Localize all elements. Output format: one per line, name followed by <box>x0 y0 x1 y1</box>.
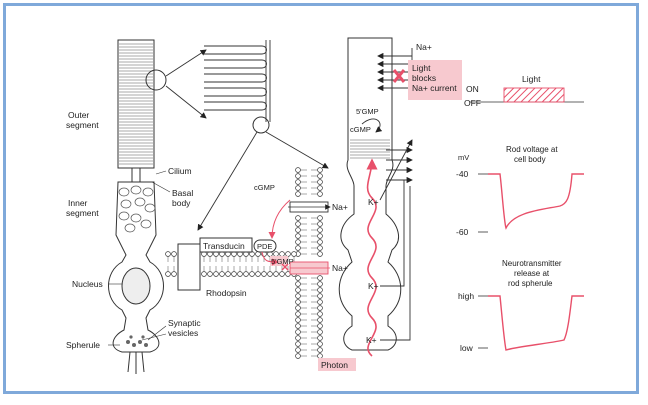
label-nt-title-1: Neurotransmitter <box>502 259 562 268</box>
label-basal-1: Basal <box>172 188 193 198</box>
membrane-proteins <box>177 199 331 291</box>
label-na-top: Na+ <box>416 42 432 52</box>
label-light-blocks-2: blocks <box>412 73 436 83</box>
label-k1: K+ <box>368 197 379 207</box>
label-cilium: Cilium <box>168 166 192 176</box>
five-gmp-highlight <box>270 256 288 266</box>
expansion-lines <box>165 49 329 231</box>
label-outer-1: Outer <box>68 110 89 120</box>
leader-lines-left <box>108 170 171 346</box>
figure-frame <box>3 3 639 394</box>
label-nt-title-2: release at <box>514 269 550 278</box>
label-na-upper: Na+ <box>332 202 348 212</box>
light-blocks-highlight <box>408 60 462 100</box>
cgmp-arrow <box>268 199 291 239</box>
label-transducin: Transducin <box>203 241 245 251</box>
inner-segment-body <box>108 181 164 353</box>
label-na-lower: Na+ <box>332 263 348 273</box>
label-k2: K+ <box>368 281 379 291</box>
photon-path <box>366 158 378 357</box>
label-voltage-title-1: Rod voltage at <box>506 145 558 154</box>
label-rhodopsin: Rhodopsin <box>206 288 247 298</box>
rod-cell-right <box>338 37 402 351</box>
label-light-blocks-3: Na+ current <box>412 83 457 93</box>
cilium-shape <box>131 168 141 182</box>
transmitter-panel <box>478 295 584 351</box>
label-inner-2: segment <box>66 208 99 218</box>
voltage-trace <box>488 173 584 230</box>
label-mv: mV <box>458 153 469 162</box>
label-nt-title-3: rod spherule <box>508 279 553 288</box>
k-efflux-arrows <box>379 139 413 341</box>
label-inner-1: Inner <box>68 198 88 208</box>
spherule-processes <box>127 351 145 374</box>
label-5gmp-left: 5'GMP <box>271 257 294 266</box>
label-nucleus: Nucleus <box>72 279 103 289</box>
label-minus60: -60 <box>456 227 469 237</box>
mitochondria <box>118 185 156 233</box>
right-rod-discs <box>350 139 390 159</box>
cgmp-hydrolysis-arrow <box>361 118 383 133</box>
label-outer-2: segment <box>66 120 99 130</box>
photon-highlight <box>318 358 356 371</box>
label-vesicles-1: Synaptic <box>168 318 201 328</box>
label-on: ON <box>466 84 479 94</box>
label-high: high <box>458 291 474 301</box>
text-labels: Outer segment Cilium Basal body Inner se… <box>66 42 562 370</box>
pde-box <box>253 239 277 253</box>
label-5gmp-right: 5'GMP <box>356 107 379 116</box>
rhodopsin-shape <box>177 243 201 291</box>
disc-rim-enlargement <box>204 40 271 122</box>
label-low: low <box>460 343 474 353</box>
zoom-circle-lower <box>252 116 270 134</box>
outer-segment-body <box>117 39 155 169</box>
transmitter-trace <box>488 295 584 351</box>
outer-segment-discs <box>119 43 153 165</box>
light-panel <box>470 87 584 103</box>
label-light-blocks-1: Light <box>412 63 431 73</box>
label-off: OFF <box>464 98 481 108</box>
voltage-panel <box>478 173 584 233</box>
block-x-icon <box>392 69 406 83</box>
label-voltage-title-2: cell body <box>514 155 546 164</box>
rod-cell-left <box>108 39 270 374</box>
label-minus40: -40 <box>456 169 469 179</box>
synaptic-vesicle-dots <box>126 335 148 347</box>
label-basal-2: body <box>172 198 191 208</box>
label-pde: PDE <box>257 242 272 251</box>
zoom-circle-upper <box>145 69 167 91</box>
label-vesicles-2: vesicles <box>168 328 198 338</box>
transducin-box <box>199 237 253 253</box>
light-stimulus-bar <box>503 87 565 103</box>
rod-outline <box>338 37 402 351</box>
plasma-membrane-column <box>295 167 323 359</box>
label-cgmp-right: cGMP <box>350 125 371 134</box>
label-k3: K+ <box>366 335 377 345</box>
label-spherule: Spherule <box>66 340 100 350</box>
label-light-title: Light <box>522 74 541 84</box>
nucleus-shape <box>121 267 151 305</box>
label-photon: Photon <box>321 360 348 370</box>
label-cgmp-left: cGMP <box>254 183 275 192</box>
